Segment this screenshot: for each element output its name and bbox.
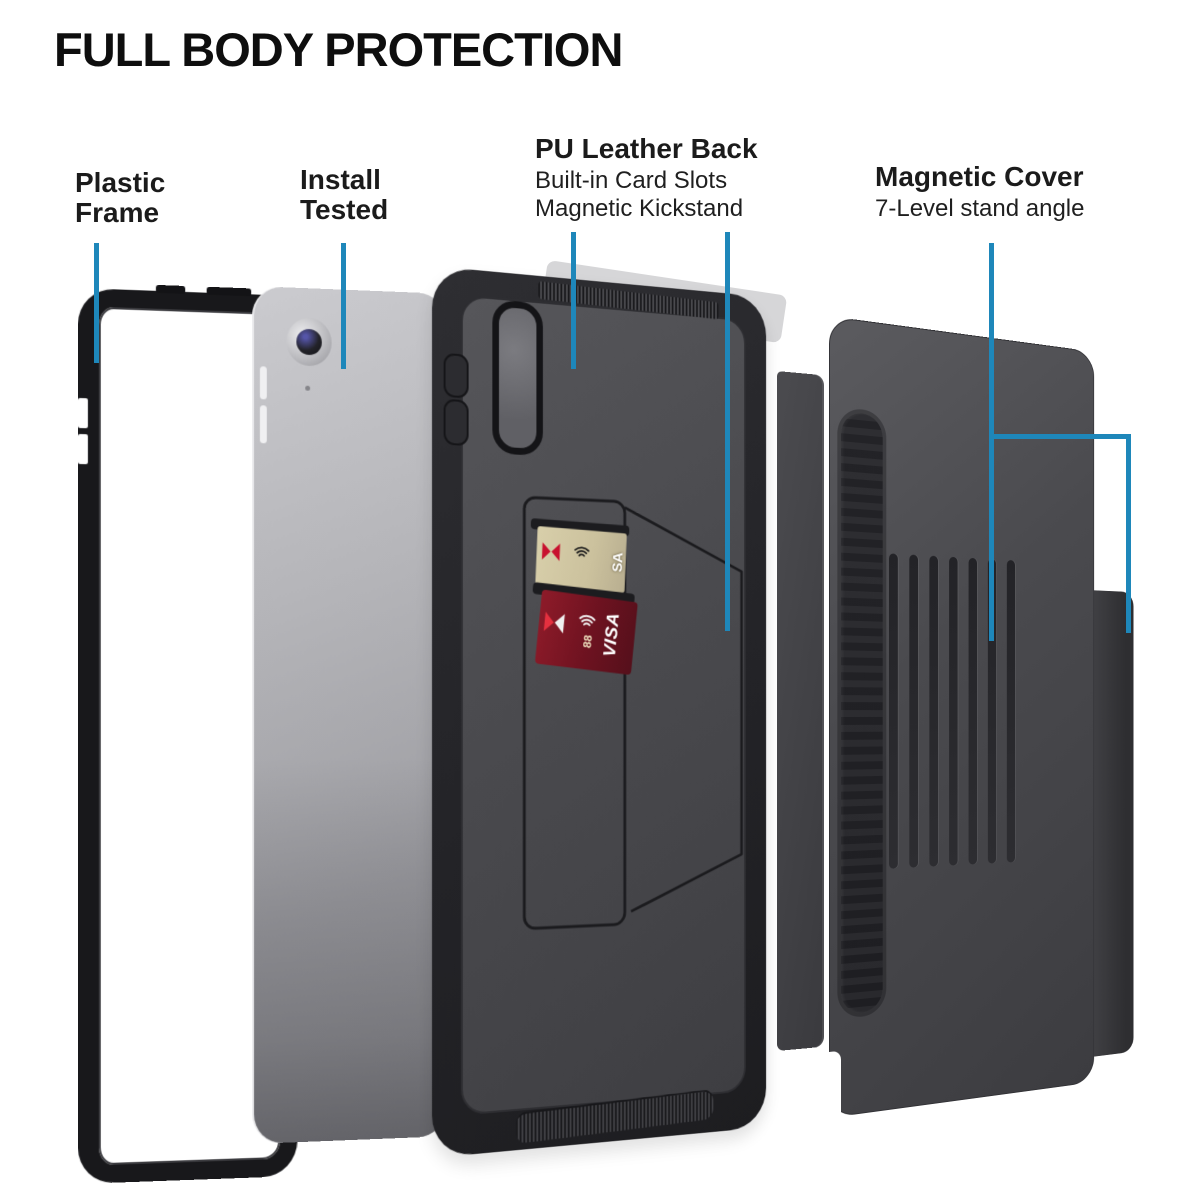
callout-plastic-frame-line2: Frame <box>75 198 165 228</box>
kickstand-outline <box>432 266 766 1158</box>
frame-button-cutout <box>78 434 88 464</box>
callout-plastic-frame-line1: Plastic <box>75 168 165 198</box>
bank-logo-icon <box>554 613 565 634</box>
stand-groove <box>969 558 977 865</box>
callout-pu-feature1: Built-in Card Slots <box>535 168 758 195</box>
frame-top-tab <box>207 287 252 297</box>
stand-groove <box>889 553 898 868</box>
pencil-holder-strap <box>841 411 883 1015</box>
frame-button-cutout <box>78 398 88 428</box>
callout-line-magnetic-kickstand <box>725 232 730 631</box>
case-back-part: SA 88 VISA <box>432 266 766 1158</box>
stand-angle-grooves <box>889 553 1015 868</box>
stand-groove <box>929 556 938 867</box>
stand-groove <box>909 554 918 867</box>
tablet-part <box>252 286 446 1144</box>
callout-install-tested-line1: Install <box>300 165 388 195</box>
callout-line-magnetic-cover <box>989 243 994 641</box>
stand-groove <box>1007 560 1015 863</box>
callout-magnetic-cover: Magnetic Cover 7-Level stand angle <box>875 162 1084 223</box>
callout-install-tested-line2: Tested <box>300 195 388 225</box>
callout-plastic-frame: Plastic Frame <box>75 168 165 228</box>
callout-line-cover-bracket-vertical <box>1126 434 1131 633</box>
callout-pu-leather-back: PU Leather Back Built-in Card Slots Magn… <box>535 134 758 223</box>
bank-logo-icon <box>542 542 551 560</box>
stand-groove <box>949 557 958 866</box>
camera-ring <box>287 317 332 366</box>
contactless-icon <box>575 608 599 634</box>
callout-line-cover-bracket-horizontal <box>989 434 1131 439</box>
cover-fold-segment <box>777 371 824 1051</box>
tablet-volume-button <box>260 366 267 399</box>
callout-pu-heading: PU Leather Back <box>535 134 758 164</box>
bank-logo-icon <box>551 543 560 561</box>
callout-cover-feature: 7-Level stand angle <box>875 196 1084 223</box>
callout-line-pu-leather-back <box>571 232 576 369</box>
callout-install-tested: Install Tested <box>300 165 388 225</box>
red-card-digits: 88 <box>581 634 595 648</box>
callout-line-install-tested <box>341 243 346 369</box>
callout-pu-feature2: Magnetic Kickstand <box>535 196 758 223</box>
tablet-volume-button <box>260 405 267 443</box>
visa-logo-text: VISA <box>600 611 624 658</box>
page-title: FULL BODY PROTECTION <box>54 22 622 77</box>
cover-bottom-notch <box>826 1051 841 1125</box>
card-red: 88 VISA <box>535 590 638 675</box>
callout-cover-heading: Magnetic Cover <box>875 162 1084 192</box>
contactless-icon <box>571 541 592 564</box>
microphone-dot <box>305 386 310 391</box>
camera-lens-icon <box>296 329 321 356</box>
frame-top-tab <box>156 285 185 294</box>
gold-card-text: SA <box>610 552 626 573</box>
callout-line-plastic-frame <box>94 243 99 363</box>
